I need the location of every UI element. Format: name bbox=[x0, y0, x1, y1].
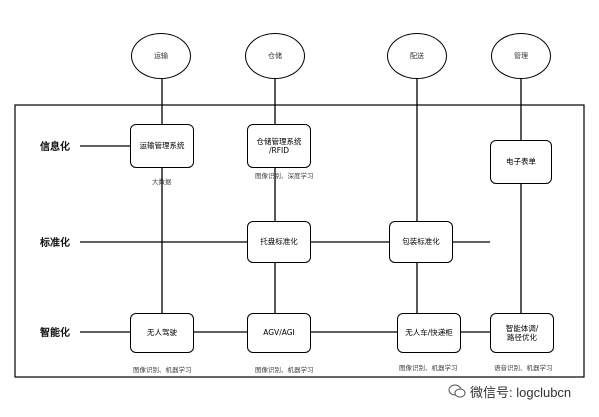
wechat-icon bbox=[448, 384, 466, 398]
box-text: 智能体调/ bbox=[505, 323, 539, 333]
box-text: 无人车/快递柜 bbox=[405, 328, 453, 338]
category-label: 仓储 bbox=[268, 52, 282, 60]
row-label-standardization: 标准化 bbox=[40, 238, 70, 249]
watermark-text: 微信号: logclubcn bbox=[470, 384, 572, 400]
caption-transport: 大数据 bbox=[152, 178, 172, 186]
box-smart-dispatch: 智能体调/ 路径优化 bbox=[490, 313, 554, 353]
caption-smart-dispatch: 语音识别、机器学习 bbox=[494, 364, 553, 372]
row-label-intelligence: 智能化 bbox=[40, 328, 70, 339]
box-text: 包装标准化 bbox=[402, 237, 440, 247]
box-transport-mgmt-system: 运输管理系统 bbox=[130, 124, 194, 168]
box-text: 仓储管理系统 bbox=[256, 136, 302, 146]
category-label: 运输 bbox=[154, 52, 168, 60]
box-text: /RFID bbox=[268, 146, 290, 155]
box-text: 电子表单 bbox=[506, 157, 536, 167]
category-transport: 运输 bbox=[131, 33, 191, 79]
category-delivery: 配送 bbox=[387, 33, 447, 79]
box-text: 路径优化 bbox=[507, 333, 537, 342]
category-label: 管理 bbox=[514, 52, 528, 60]
box-text: 运输管理系统 bbox=[139, 141, 185, 151]
category-management: 管理 bbox=[491, 33, 551, 79]
category-label: 配送 bbox=[410, 52, 424, 60]
box-text: AGV/AGI bbox=[263, 328, 295, 338]
box-unmanned-vehicle: 无人车/快递柜 bbox=[397, 313, 461, 353]
box-package-standardization: 包装标准化 bbox=[389, 221, 453, 263]
box-e-form: 电子表单 bbox=[490, 140, 552, 184]
box-text: 托盘标准化 bbox=[260, 237, 298, 247]
box-pallet-standardization: 托盘标准化 bbox=[247, 221, 311, 263]
box-warehouse-mgmt-system: 仓储管理系统 /RFID bbox=[247, 124, 311, 168]
box-text: 无人驾驶 bbox=[147, 328, 177, 338]
watermark: 微信号: logclubcn bbox=[448, 380, 596, 402]
box-driverless: 无人驾驶 bbox=[130, 313, 194, 353]
caption-warehouse: 图像识别、深度学习 bbox=[255, 172, 314, 180]
caption-driverless: 图像识别、机器学习 bbox=[133, 366, 192, 374]
diagram-frame bbox=[14, 104, 585, 378]
category-warehouse: 仓储 bbox=[245, 33, 305, 79]
caption-unmanned-vehicle: 图像识别、机器学习 bbox=[399, 364, 458, 372]
box-agv: AGV/AGI bbox=[247, 313, 311, 353]
caption-agv: 图像识别、机器学习 bbox=[255, 366, 314, 374]
row-label-informatization: 信息化 bbox=[40, 142, 70, 153]
